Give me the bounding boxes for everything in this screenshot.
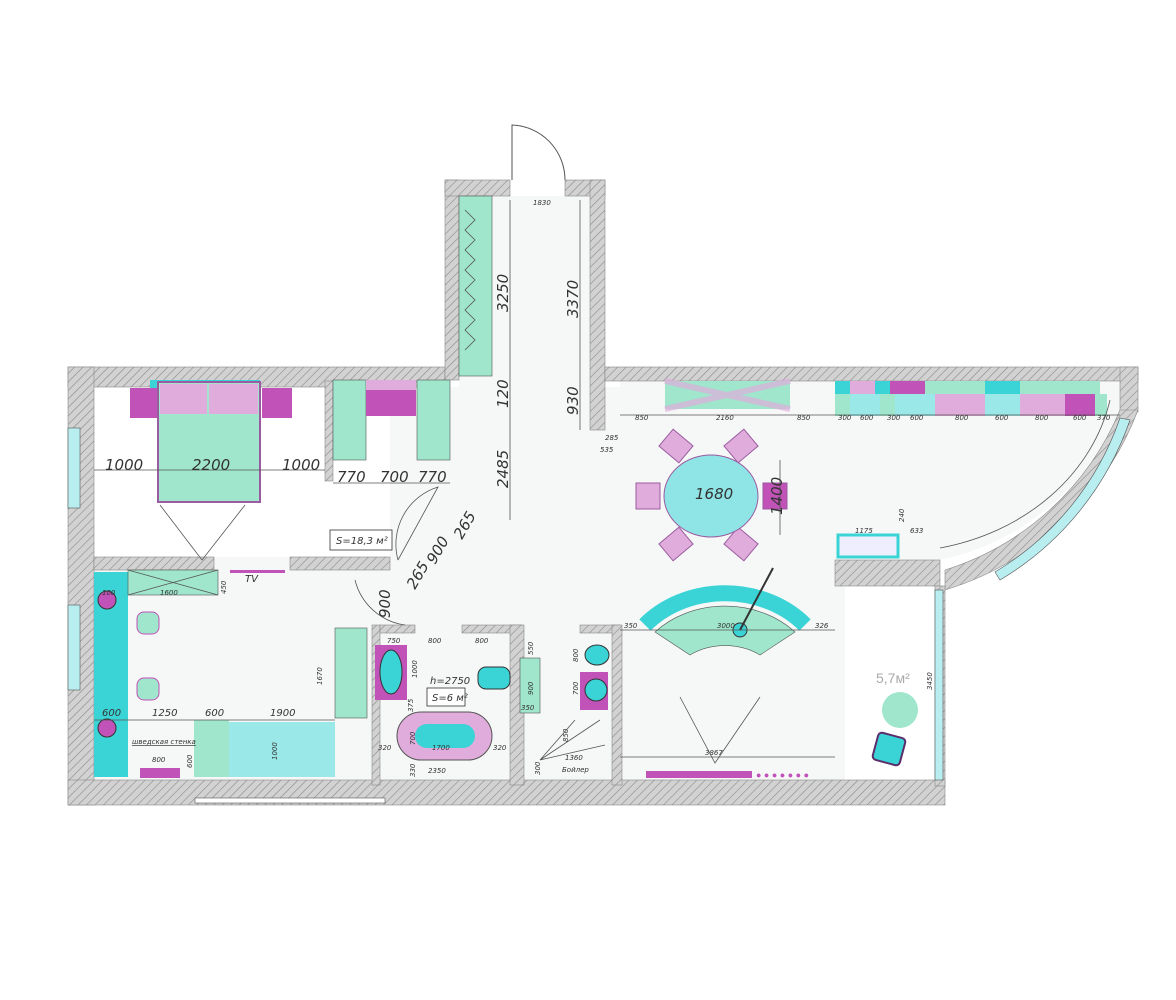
windows	[67, 417, 1131, 804]
bathroom-fixtures	[375, 645, 511, 761]
dim-1900: 1900	[270, 708, 295, 719]
dim-600b: 600	[205, 708, 224, 719]
living-cabinet	[664, 378, 791, 412]
dim-326: 326	[815, 622, 829, 630]
dim-240: 240	[898, 508, 906, 522]
dim-120: 120	[494, 379, 512, 408]
dimension-lines	[94, 200, 1120, 758]
dim-tv-wall: 3867	[705, 749, 723, 757]
dim-850b: 850	[797, 414, 811, 422]
dim-300: 300	[534, 761, 542, 775]
dim-450: 450	[220, 580, 228, 594]
dim-1250: 1250	[152, 708, 177, 719]
dim-633: 633	[910, 527, 923, 535]
tv-dots: ● ● ● ● ● ● ●	[756, 770, 809, 780]
dim-1175: 1175	[855, 527, 873, 535]
dim-shelf-2: 300	[887, 414, 901, 422]
dim-wardrobe-1: 770	[337, 468, 366, 486]
wc-fixtures	[519, 644, 610, 761]
living-arc	[939, 399, 1111, 549]
bed	[130, 380, 292, 561]
aquarium	[836, 533, 900, 559]
dim-shelf-0: 300	[838, 414, 852, 422]
dim-shelf-6: 800	[1035, 414, 1049, 422]
tv-label: TV	[245, 574, 259, 585]
dim-550: 550	[527, 641, 535, 655]
dim-100: 100	[102, 589, 116, 597]
dim-shelf-1: 600	[860, 414, 874, 422]
dim-850a: 850	[635, 414, 649, 422]
dim-sofa: 3000	[717, 622, 735, 630]
dim-wc-700: 700	[572, 681, 580, 695]
dim-600c: 600	[186, 754, 194, 768]
dim-hall-length: 2485	[494, 450, 512, 488]
tv-unit: ● ● ● ● ● ● ●	[646, 696, 809, 780]
dim-320b: 320	[493, 744, 507, 752]
dim-330: 330	[409, 763, 417, 777]
dim-750: 750	[387, 637, 401, 645]
kids-door[interactable]	[354, 579, 406, 626]
dim-balcony: 3450	[926, 672, 934, 690]
dim-sofa-350: 350	[624, 622, 638, 630]
dim-shelf-5: 600	[995, 414, 1009, 422]
dim-535: 535	[600, 446, 614, 454]
dim-bedroom-right: 1000	[282, 456, 320, 474]
dim-table-length: 1680	[695, 485, 733, 503]
dim-cabinet: 2160	[716, 414, 734, 422]
bedroom-area-box	[329, 529, 393, 551]
dim-hall-wardrobe: 3250	[494, 274, 512, 312]
bedroom-area: S=18,3 м²	[336, 536, 388, 547]
dim-1000: 1000	[271, 742, 279, 760]
dim-hall-length-top: 3370	[564, 280, 582, 318]
hall-wardrobe	[458, 195, 493, 377]
dim-1360: 1360	[565, 754, 583, 762]
dim-800b: 800	[475, 637, 489, 645]
dim-shelf-3: 600	[910, 414, 924, 422]
dim-bedroom-left: 1000	[105, 456, 143, 474]
dim-375: 375	[407, 698, 415, 712]
dim-wardrobe-2: 770	[418, 468, 447, 486]
dim-600a: 600	[102, 708, 121, 719]
dim-desk: 1600	[160, 589, 178, 597]
wall-bars-label: шведская стенка	[132, 738, 196, 746]
shelving-unit	[835, 381, 1107, 416]
dim-shelf-4: 800	[955, 414, 969, 422]
dim-shelf-7: 600	[1073, 414, 1087, 422]
entry-door[interactable]	[511, 124, 566, 181]
bedroom-door[interactable]	[395, 486, 439, 561]
dim-bath-width: 2350	[428, 767, 446, 775]
bath-height: h=2750	[430, 676, 470, 687]
dim-entry-door: 1830	[533, 199, 551, 207]
dim-bed-length: 2200	[192, 456, 230, 474]
dim-wc-800: 800	[572, 648, 580, 662]
dim-wardrobe-gap: 700	[380, 468, 409, 486]
boiler-label: Бойлер	[562, 766, 589, 774]
sofa	[639, 567, 811, 656]
dim-900b: 900	[376, 589, 394, 618]
dim-900: 900	[527, 681, 535, 695]
dim-shelf-8: 370	[1097, 414, 1111, 422]
dim-800: 800	[152, 756, 166, 764]
dim-700: 700	[409, 731, 417, 745]
dim-bath-1000: 1000	[411, 660, 419, 678]
dim-table-width: 1400	[768, 477, 786, 515]
bedroom-wardrobes	[332, 379, 451, 461]
dim-350: 350	[521, 704, 535, 712]
dim-320a: 320	[378, 744, 392, 752]
dim-930: 930	[564, 386, 582, 415]
dim-tub: 1700	[432, 744, 450, 752]
balcony-furniture	[871, 692, 918, 767]
dim-1670: 1670	[316, 667, 324, 685]
kids-furniture	[94, 569, 368, 778]
bath-area: S=6 м²	[432, 693, 468, 704]
dim-285: 285	[605, 434, 619, 442]
balcony-area: 5,7м²	[876, 670, 910, 686]
dim-850: 850	[562, 728, 570, 742]
dining-set	[635, 428, 788, 562]
dim-800a: 800	[428, 637, 442, 645]
